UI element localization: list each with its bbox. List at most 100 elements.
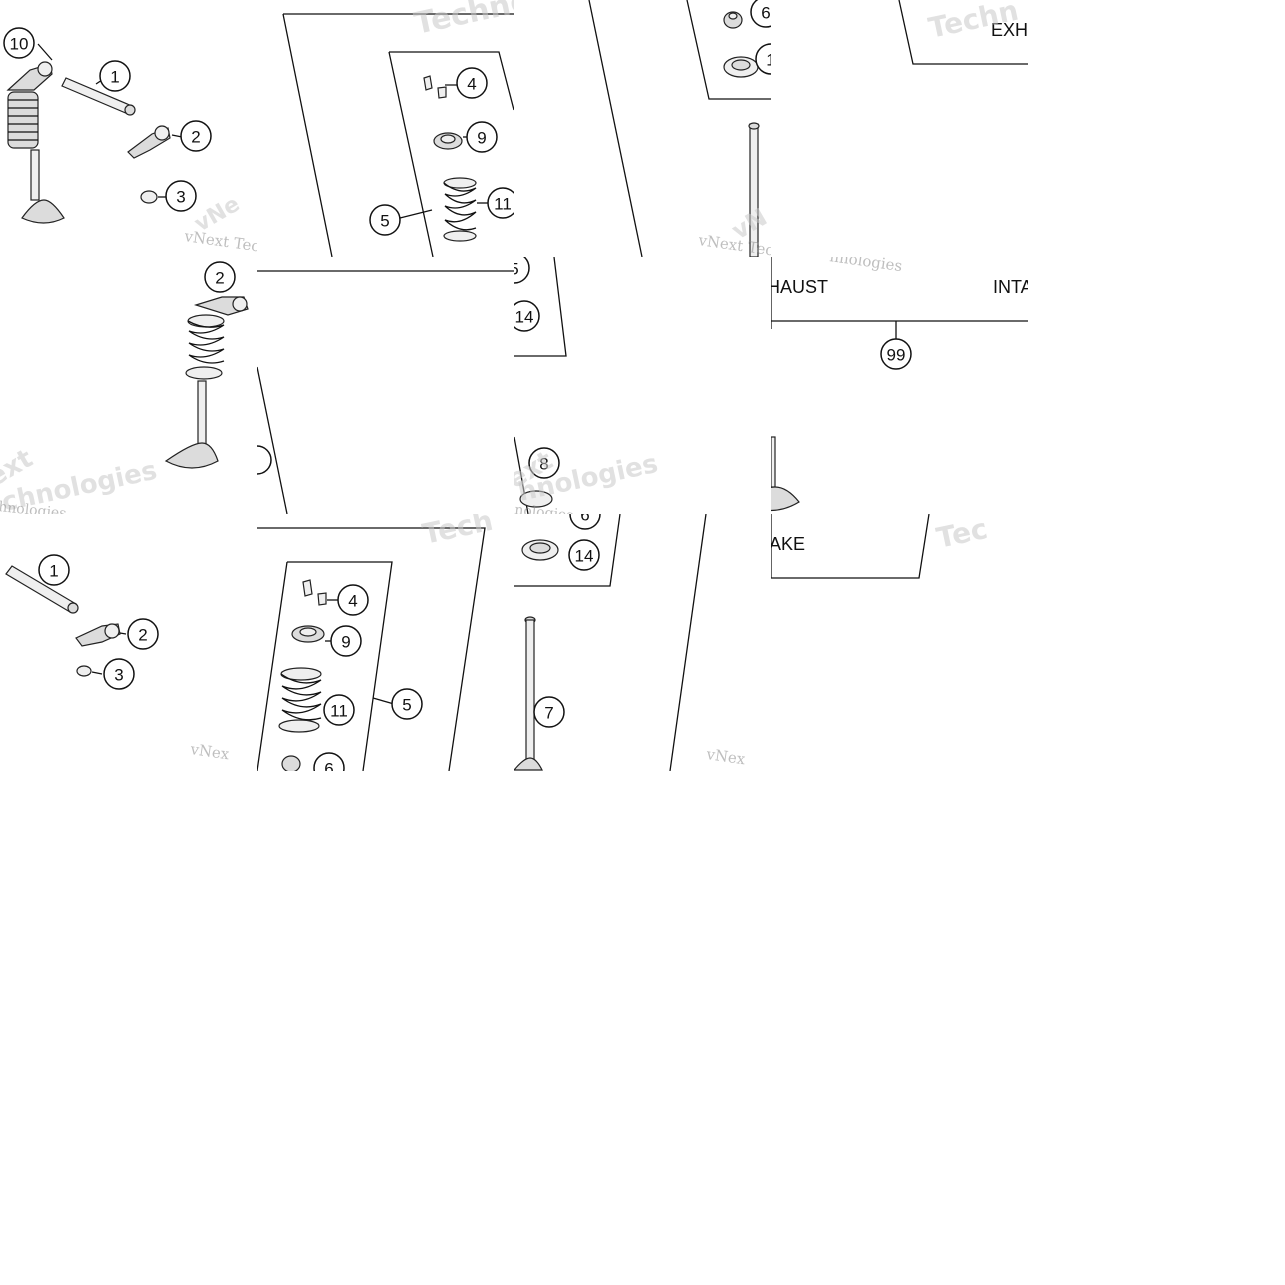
callout-circle <box>533 696 565 728</box>
callout-6: 6 <box>750 0 771 28</box>
spring-retainer-drawing <box>291 625 325 643</box>
watermark-text: vNext Tec <box>182 227 257 256</box>
callout-6: 6 <box>569 514 601 530</box>
callout-3: 3 <box>165 180 197 212</box>
callout-group-3: 61 <box>750 0 771 75</box>
watermark-text: vNex <box>188 740 231 763</box>
callout-number: 5 <box>514 260 519 279</box>
callout-number: 6 <box>580 514 589 525</box>
callout-number: 6 <box>761 4 770 23</box>
callout-number: 1 <box>49 562 58 581</box>
exhaust-label: EXH <box>991 20 1028 40</box>
callout-number: 5 <box>380 212 389 231</box>
valve-assembly-drawing <box>6 61 65 224</box>
callout-number: 9 <box>341 633 350 652</box>
callout-11: 11 <box>487 187 514 219</box>
shim-drawing <box>140 190 158 204</box>
intake-label: AKE <box>771 534 805 554</box>
valve-spring-drawing <box>278 667 322 733</box>
exhaust-label: HAUST <box>771 277 828 297</box>
callout-number: 2 <box>215 269 224 288</box>
callout-number: 11 <box>330 702 348 721</box>
callout-number: 14 <box>515 308 534 327</box>
callout-number: 2 <box>191 128 200 147</box>
callout-circle <box>568 539 600 571</box>
valve-keepers-drawing <box>302 579 327 606</box>
callout-14: 14 <box>514 300 540 332</box>
callout-number: 3 <box>114 666 123 685</box>
watermark-text: Tec <box>934 514 991 555</box>
callout-circle <box>487 187 514 219</box>
watermark-text: vNext Tec <box>696 231 771 257</box>
callout-group-10: 4 9 11 5 6 <box>313 584 423 772</box>
callout-circle <box>514 300 540 332</box>
callout-number: 6 <box>324 760 333 772</box>
callout-circle <box>466 121 498 153</box>
tile-drawing-12: AKE Tec <box>771 514 991 579</box>
callout-group-8: 99 <box>880 338 912 370</box>
valve-stem-seal-drawing <box>723 11 743 29</box>
callout-group-9: 1 23 <box>38 554 159 690</box>
watermark-text: nologies <box>514 502 574 514</box>
callout-circle <box>103 658 135 690</box>
callout-circle <box>127 618 159 650</box>
callout-circle <box>180 120 212 152</box>
valve-assembly-drawing <box>164 296 249 469</box>
callout-circle <box>369 204 401 236</box>
tile-drawing-9: 1 23 vNex <box>5 554 231 763</box>
valve-spring-drawing <box>443 177 477 242</box>
callout-circle <box>204 261 236 293</box>
valve-seal-drawing <box>519 490 553 508</box>
diagram-tile-12: AKE Tec <box>771 514 1028 771</box>
callout-number: 11 <box>494 195 512 214</box>
callout-circle <box>337 584 369 616</box>
callout-circle <box>569 514 601 530</box>
callout-5: 5 <box>391 688 423 720</box>
callout-circle <box>323 694 355 726</box>
tile-drawing-5: 2 ext chnologies hnologies <box>0 261 249 514</box>
callout-4: 4 <box>456 67 488 99</box>
callout-99: 99 <box>880 338 912 370</box>
callout-number: 4 <box>467 75 476 94</box>
callout-5: 5 <box>514 257 530 284</box>
callout-number: 99 <box>887 346 906 365</box>
callout-9: 9 <box>330 625 362 657</box>
callout-circle <box>313 752 345 771</box>
callout-4: 4 <box>337 584 369 616</box>
spring-retainer-drawing <box>433 132 463 150</box>
diagram-tile-3: 61 vNext Tec vN <box>514 0 771 257</box>
tile-drawing-4: EXH Techn <box>898 0 1028 65</box>
shim-drawing <box>76 665 92 677</box>
callout-circle <box>755 43 771 75</box>
callout-7: 7 <box>533 696 565 728</box>
callout-circle <box>99 60 131 92</box>
valve-stem-seal-drawing <box>281 755 301 771</box>
callout-circle <box>750 0 771 28</box>
callout-number: 4 <box>348 592 357 611</box>
valve-keepers-drawing <box>423 75 447 99</box>
diagram-tile-5: 2 ext chnologies hnologies <box>0 257 257 514</box>
callout-10: 10 <box>3 27 35 59</box>
tile-drawing-3: 61 vNext Tec vN <box>588 0 771 257</box>
callout-circle <box>3 27 35 59</box>
rocker-arm-drawing <box>127 125 171 159</box>
spring-seat-drawing <box>521 539 559 561</box>
callout-circle <box>456 67 488 99</box>
callout-1: 1 <box>38 554 70 586</box>
watermark-text: Techno <box>411 0 514 42</box>
callout-6: 6 <box>313 752 345 772</box>
callout-2: 2 <box>180 120 212 152</box>
spring-seat-drawing <box>723 56 759 78</box>
valve-drawing <box>748 122 760 257</box>
diagram-tile-6 <box>257 257 514 514</box>
callout-2: 2 <box>127 618 159 650</box>
